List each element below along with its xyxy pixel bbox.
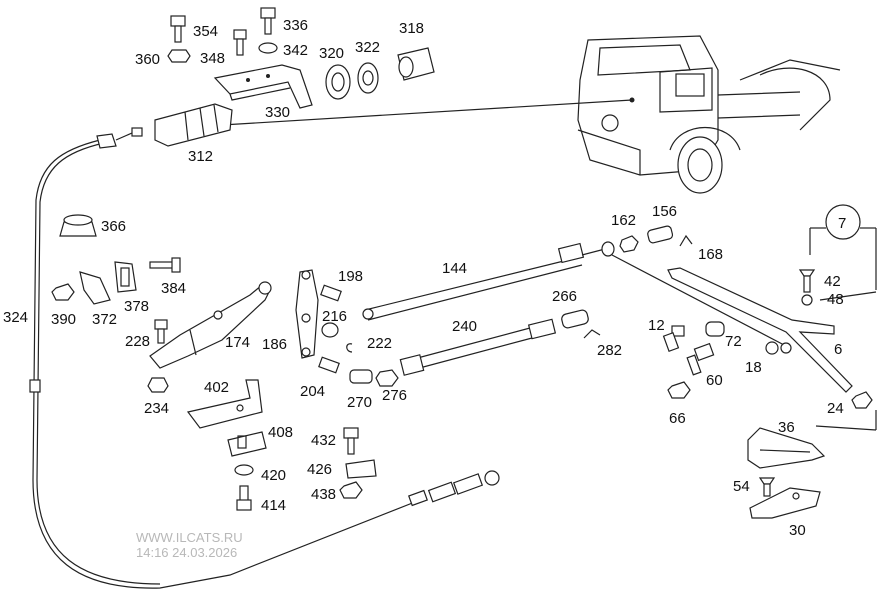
callout-168: 168 <box>698 246 723 263</box>
callout-6: 6 <box>834 341 842 358</box>
callout-372: 372 <box>92 311 117 328</box>
lever-6 <box>667 267 853 393</box>
callout-426: 426 <box>307 461 332 478</box>
callout-438: 438 <box>311 486 336 503</box>
callout-330: 330 <box>265 104 290 121</box>
callout-222: 222 <box>367 335 392 352</box>
callout-366: 366 <box>101 218 126 235</box>
callout-66: 66 <box>669 410 686 427</box>
callout-348: 348 <box>200 50 225 67</box>
callout-36: 36 <box>778 419 795 436</box>
callout-circle-7 <box>825 204 861 240</box>
callout-30: 30 <box>789 522 806 539</box>
bracket-330 <box>213 64 313 109</box>
callout-216: 216 <box>322 308 347 325</box>
callout-54: 54 <box>733 478 750 495</box>
leader-312-truck <box>221 99 633 126</box>
callout-60: 60 <box>706 372 723 389</box>
callout-42: 42 <box>824 273 841 290</box>
callout-324: 324 <box>3 309 28 326</box>
callout-24: 24 <box>827 400 844 417</box>
callout-174: 174 <box>225 334 250 351</box>
callout-48: 48 <box>827 291 844 308</box>
watermark-timestamp: 14:16 24.03.2026 <box>136 545 237 560</box>
callout-labels: 354 336 360 348 342 320 322 318 330 312 … <box>3 17 846 539</box>
callout-342: 342 <box>283 42 308 59</box>
callout-156: 156 <box>652 203 677 220</box>
callout-144: 144 <box>442 260 467 277</box>
watermark-site: WWW.ILCATS.RU <box>136 530 243 545</box>
truck-illustration <box>577 35 841 194</box>
callout-228: 228 <box>125 333 150 350</box>
cable-324 <box>32 139 421 589</box>
callout-240: 240 <box>452 318 477 335</box>
callout-72: 72 <box>725 333 742 350</box>
callout-384: 384 <box>161 280 186 297</box>
callout-7: 7 <box>838 215 846 232</box>
rod-240 <box>399 318 557 376</box>
callout-234: 234 <box>144 400 169 417</box>
callout-318: 318 <box>399 20 424 37</box>
callout-162: 162 <box>611 212 636 229</box>
callout-320: 320 <box>319 45 344 62</box>
callout-402: 402 <box>204 379 229 396</box>
callout-354: 354 <box>193 23 218 40</box>
callout-198: 198 <box>338 268 363 285</box>
callout-390: 390 <box>51 311 76 328</box>
rod-144 <box>362 241 615 321</box>
bracket-174 <box>149 284 271 369</box>
callout-270: 270 <box>347 394 372 411</box>
callout-266: 266 <box>552 288 577 305</box>
callout-378: 378 <box>124 298 149 315</box>
callout-204: 204 <box>300 383 325 400</box>
callout-408: 408 <box>268 424 293 441</box>
callout-282: 282 <box>597 342 622 359</box>
gear-housing-312 <box>154 103 233 147</box>
callout-420: 420 <box>261 467 286 484</box>
callout-18: 18 <box>745 359 762 376</box>
bracket-402 <box>186 379 263 429</box>
callout-360: 360 <box>135 51 160 68</box>
callout-322: 322 <box>355 39 380 56</box>
callout-414: 414 <box>261 497 286 514</box>
callout-12: 12 <box>648 317 665 334</box>
callout-276: 276 <box>382 387 407 404</box>
callout-312: 312 <box>188 148 213 165</box>
callout-186: 186 <box>262 336 287 353</box>
callout-336: 336 <box>283 17 308 34</box>
callout-432: 432 <box>311 432 336 449</box>
